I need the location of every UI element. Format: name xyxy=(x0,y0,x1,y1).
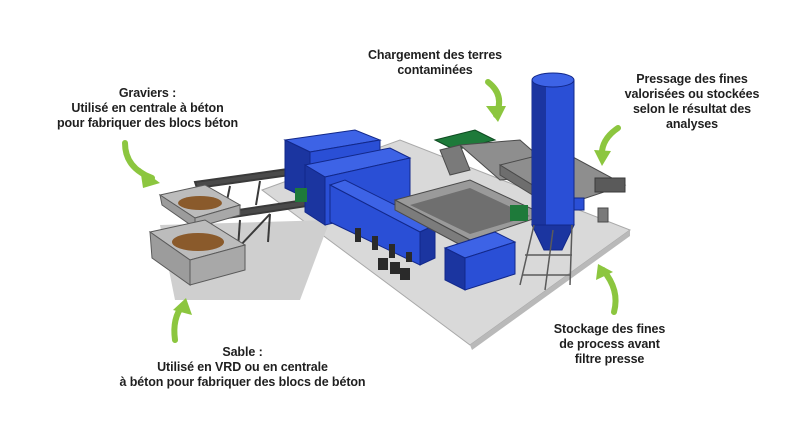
water-treatment-block xyxy=(328,179,437,266)
label-line: selon le résultat des xyxy=(632,102,752,116)
fines-silo xyxy=(519,72,575,291)
label-line: Pressage des fines xyxy=(636,72,748,86)
waste-drums xyxy=(378,258,410,280)
sand-bin xyxy=(148,219,247,286)
label-chargement: Chargement des terres contaminées xyxy=(365,48,505,78)
label-sable: Sable : Utilisé en VRD ou en centrale à … xyxy=(105,345,380,390)
label-line: Sable : xyxy=(222,345,263,359)
label-line: à béton pour fabriquer des blocs de béto… xyxy=(119,375,366,389)
arrow-pressage xyxy=(594,125,621,166)
label-graviers: Graviers : Utilisé en centrale à béton p… xyxy=(50,86,245,131)
label-line: valorisées ou stockées xyxy=(624,87,760,101)
arrow-sable xyxy=(171,298,192,343)
arrow-graviers xyxy=(122,140,160,188)
label-line: pour fabriquer des blocs béton xyxy=(56,116,239,130)
label-line: analyses xyxy=(665,117,719,131)
pump-unit xyxy=(295,188,307,202)
label-line: Stockage des fines xyxy=(553,322,666,336)
pump-unit xyxy=(510,205,528,221)
arrow-stockage xyxy=(596,264,619,315)
label-line: Utilisé en centrale à béton xyxy=(71,101,224,115)
label-line: de process avant xyxy=(559,337,660,351)
arrow-chargement xyxy=(485,79,506,122)
loading-hopper xyxy=(433,129,562,181)
storage-container xyxy=(443,231,517,291)
label-line: filtre presse xyxy=(574,352,645,366)
gravel-bin xyxy=(158,184,242,229)
label-stockage: Stockage des fines de process avant filt… xyxy=(537,322,682,367)
label-pressage: Pressage des fines valorisées ou stockée… xyxy=(612,72,772,132)
label-line: contaminées xyxy=(397,63,473,77)
label-line: Graviers : xyxy=(118,86,177,100)
label-line: Chargement des terres xyxy=(367,48,503,62)
label-line: Utilisé en VRD ou en centrale xyxy=(157,360,328,374)
ground-edge xyxy=(470,230,630,350)
